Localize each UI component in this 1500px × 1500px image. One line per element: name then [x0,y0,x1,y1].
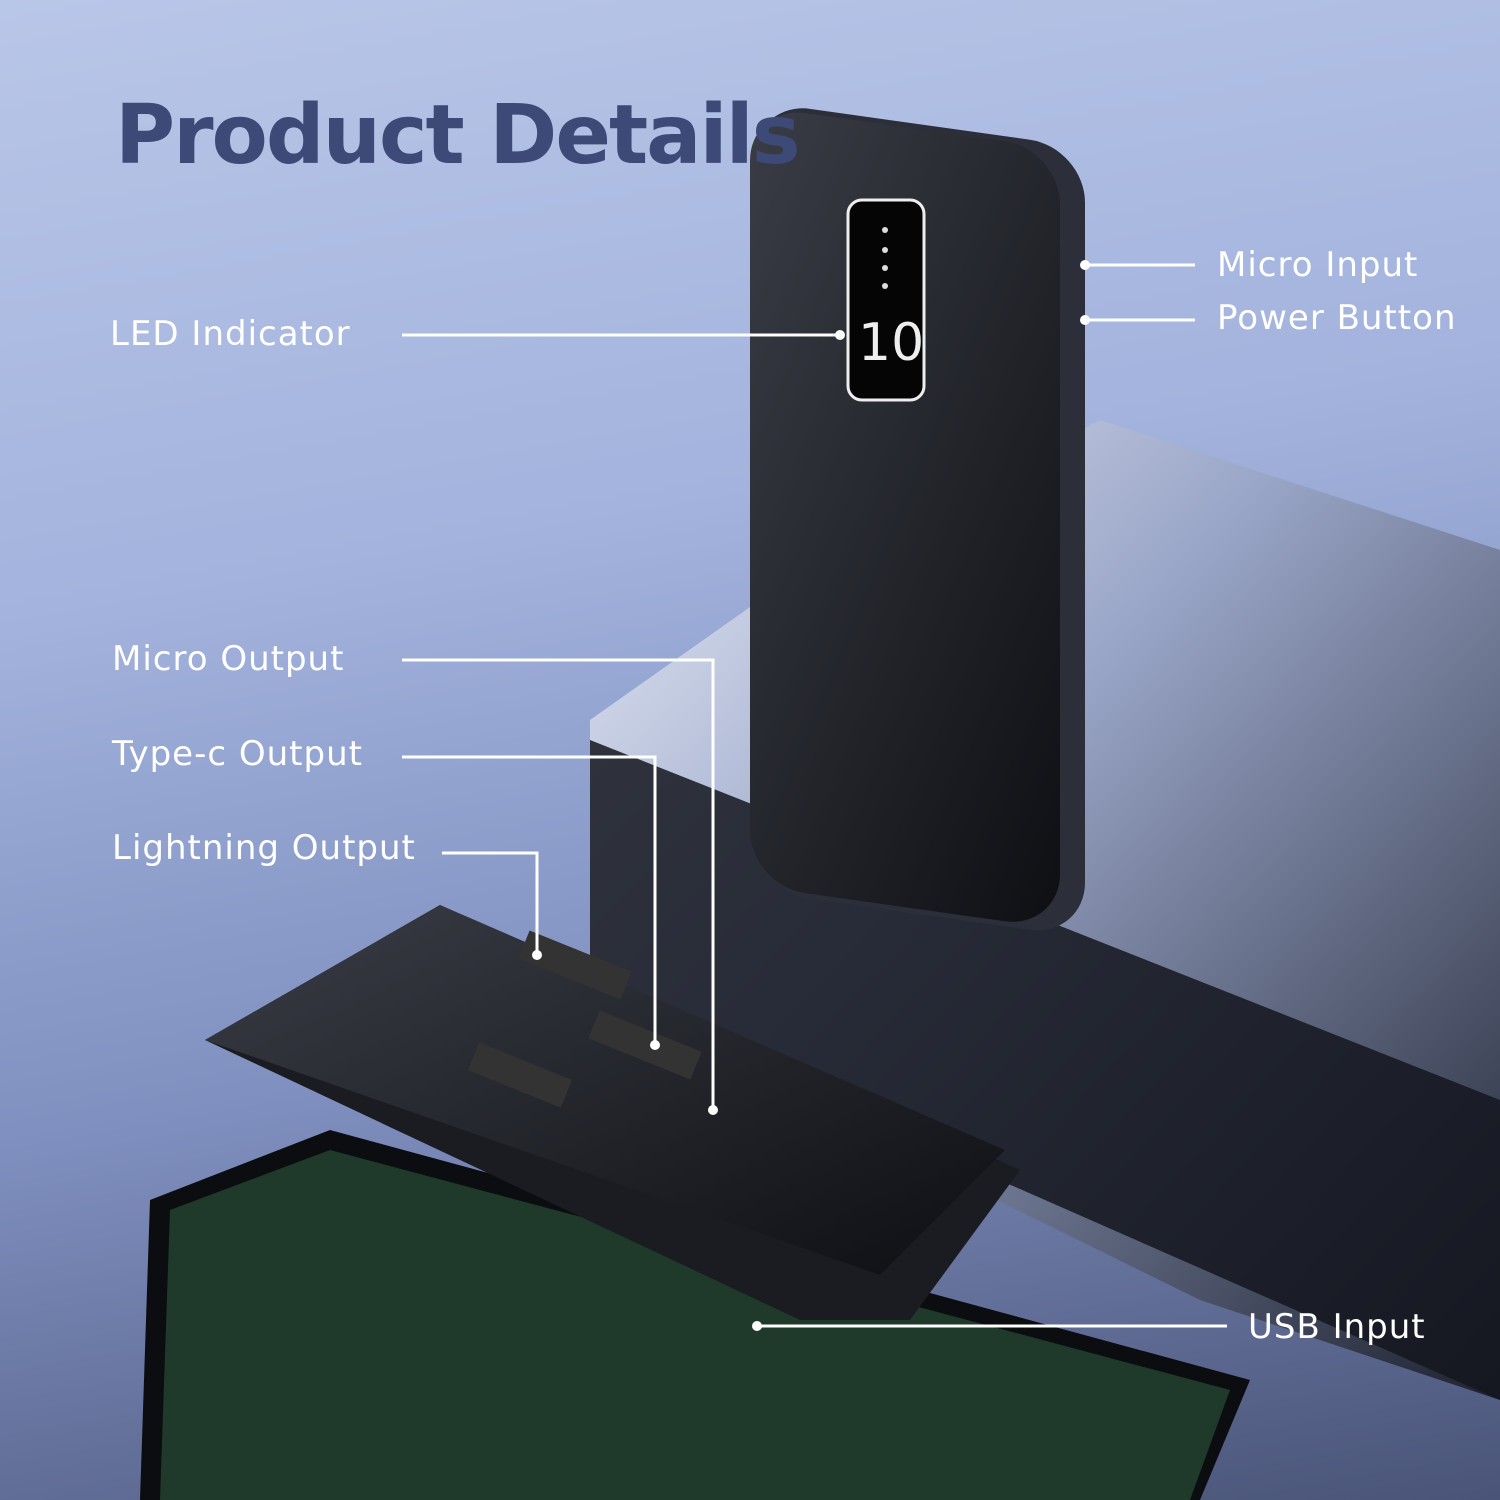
label-usb-input: USB Input [1248,1307,1426,1347]
pedestal-shadow [590,740,1500,1400]
power-bank-standing: 10 [750,108,1085,931]
callout-lines [402,263,1227,1328]
label-micro-output: Micro Output [112,639,345,679]
label-micro-input: Micro Input [1217,245,1419,285]
power-bank-lying [205,905,1020,1320]
smartphone [140,1130,1250,1500]
label-led-indicator: LED Indicator [110,314,351,354]
led-display [846,198,926,402]
capacity-text: 10 [858,313,924,373]
label-lightning-output: Lightning Output [112,828,416,868]
page-title: Product Details [115,88,801,183]
label-power-button: Power Button [1217,298,1457,338]
label-typec-output: Type-c Output [112,734,363,774]
